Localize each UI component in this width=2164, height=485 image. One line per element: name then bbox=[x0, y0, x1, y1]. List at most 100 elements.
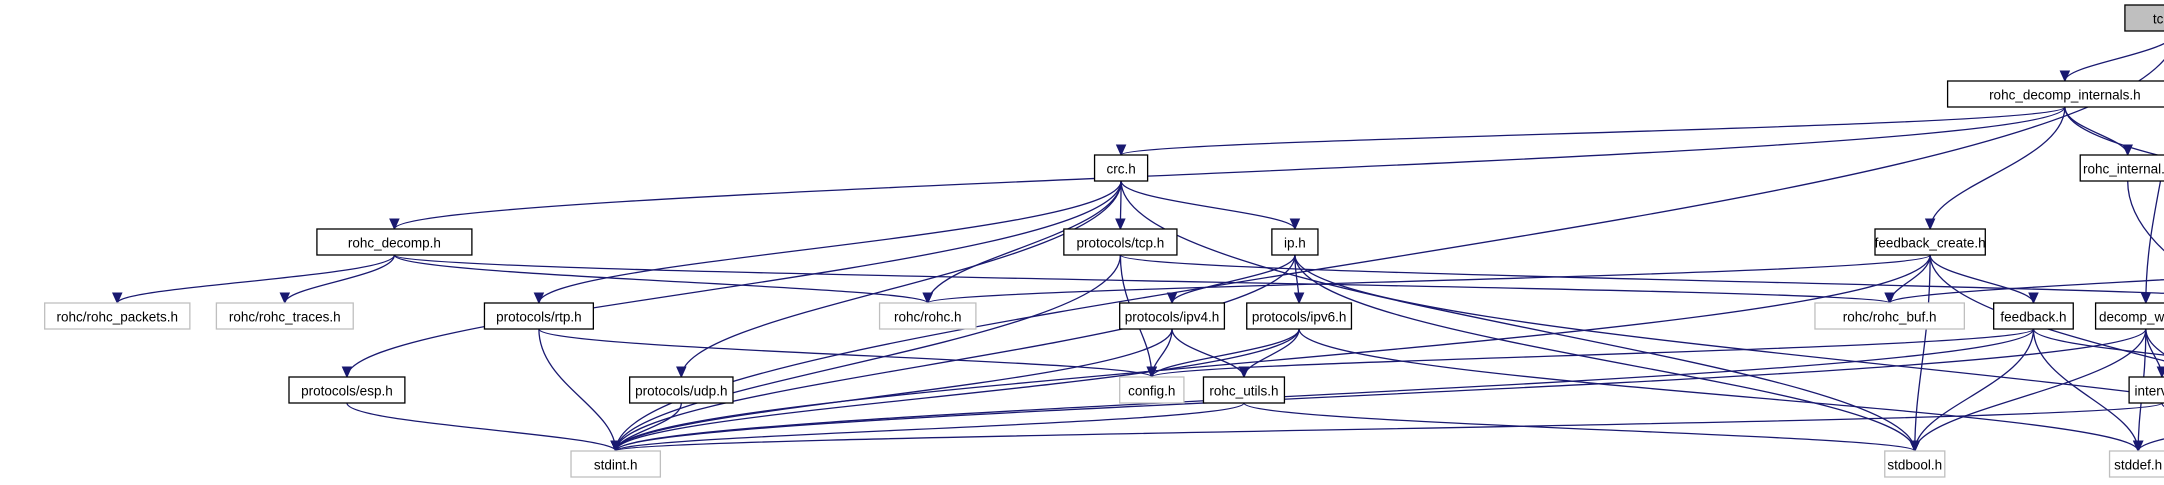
edge-line bbox=[1243, 402, 1916, 452]
arrowhead-icon bbox=[2132, 440, 2144, 453]
node-rohc-decomp-internals[interactable]: rohc_decomp_internals.h bbox=[1946, 80, 2164, 108]
node-rohc-internal[interactable]: rohc_internal.h bbox=[2079, 154, 2164, 182]
node-label: ip.h bbox=[1284, 236, 1306, 251]
node-label: config.h bbox=[1128, 384, 1175, 399]
arrowhead-icon bbox=[2140, 292, 2152, 305]
edge-line bbox=[615, 402, 2163, 452]
edge-rohc_decomp_internals-to-feedback_create bbox=[1924, 106, 2066, 231]
edge-line bbox=[2137, 438, 2164, 452]
arrowhead-icon bbox=[1115, 218, 1126, 231]
edge-line bbox=[1914, 328, 2035, 452]
edge-feedback_create-to-stdbool bbox=[1909, 254, 1931, 453]
edge-feedback_create-to-feedback bbox=[1929, 254, 2039, 305]
node-protocols-esp[interactable]: protocols/esp.h bbox=[288, 376, 406, 404]
edge-line bbox=[680, 180, 1122, 378]
edge-crc-to-protocols_rtp bbox=[533, 180, 1122, 305]
node-protocols-udp[interactable]: protocols/udp.h bbox=[629, 376, 734, 404]
edge-rohc_decomp-to-rohc_rohc_traces bbox=[279, 254, 396, 305]
arrowhead-icon bbox=[676, 366, 687, 379]
edge-line bbox=[393, 106, 2066, 230]
edge-protocols_rtp-to-stdint bbox=[538, 328, 621, 453]
node-label: rohc_decomp.h bbox=[348, 236, 441, 251]
node-crc[interactable]: crc.h bbox=[1093, 154, 1149, 182]
edge-line bbox=[927, 254, 1931, 304]
node-label: protocols/tcp.h bbox=[1076, 236, 1164, 251]
edge-line bbox=[1929, 106, 2066, 230]
node-box bbox=[1814, 302, 1966, 330]
node-interval[interactable]: interval.h bbox=[2128, 376, 2164, 404]
node-label: rohc/rohc.h bbox=[894, 310, 962, 325]
nodes-layer: tcp_ts.h rohc_decomp_internals.h crc.h rohc… bbox=[44, 4, 2164, 478]
arrowhead-icon bbox=[610, 440, 621, 453]
arrowhead-icon bbox=[533, 292, 545, 305]
arrowhead-icon bbox=[1909, 440, 1921, 453]
edge-decomp_wlsb-to-stdlib bbox=[2145, 328, 2164, 355]
node-rohc-rohc-traces: rohc/rohc_traces.h bbox=[215, 302, 354, 330]
edge-feedback-to-rohc bbox=[2032, 328, 2164, 356]
arrowhead-icon bbox=[341, 366, 353, 379]
node-label: protocols/ipv6.h bbox=[1252, 310, 1347, 325]
edge-feedback_create-to-stdlib bbox=[1929, 254, 2164, 362]
arrowhead-icon bbox=[1293, 292, 1305, 305]
edge-line bbox=[2032, 328, 2164, 356]
arrowhead-icon bbox=[1884, 292, 1895, 305]
edge-rohc_decomp-to-rohc_rohc_packets bbox=[112, 254, 396, 305]
edge-rohc_decomp_internals-to-rohc_traces_internal bbox=[2064, 106, 2164, 158]
node-protocols-ipv6[interactable]: protocols/ipv6.h bbox=[1246, 302, 1353, 330]
edge-line bbox=[927, 180, 1122, 304]
node-ip[interactable]: ip.h bbox=[1271, 228, 1319, 256]
edge-line bbox=[615, 402, 1245, 452]
node-decomp-wlsb[interactable]: decomp_wlsb.h bbox=[2094, 302, 2164, 330]
node-feedback-create[interactable]: feedback_create.h bbox=[1874, 228, 1986, 256]
edge-rohc_decomp_internals-to-rohc_internal bbox=[2064, 106, 2133, 157]
edge-line bbox=[1120, 180, 1916, 452]
node-label: rohc/rohc_packets.h bbox=[56, 310, 178, 325]
edge-feedback-to-stdint bbox=[610, 328, 2035, 453]
edge-line bbox=[1929, 254, 2164, 362]
node-label: rohc_decomp_internals.h bbox=[1989, 88, 2141, 103]
edge-rohc_decomp_internals-to-crc bbox=[1115, 106, 2066, 157]
edge-line bbox=[1914, 254, 1931, 452]
edge-line bbox=[615, 328, 2147, 452]
arrowhead-icon bbox=[2059, 70, 2071, 83]
node-rohc-decomp[interactable]: rohc_decomp.h bbox=[316, 228, 473, 256]
node-box bbox=[2079, 154, 2164, 182]
arrowhead-icon bbox=[922, 292, 934, 305]
node-tcp-ts[interactable]: tcp_ts.h bbox=[2124, 4, 2164, 32]
edge-crc-to-ip bbox=[1120, 180, 1301, 231]
edge-line bbox=[1294, 254, 2164, 397]
edge-line bbox=[538, 328, 1153, 378]
edge-line bbox=[1294, 254, 1916, 452]
edge-ip-to-stdint bbox=[610, 254, 1296, 453]
node-protocols-tcp[interactable]: protocols/tcp.h bbox=[1063, 228, 1178, 256]
edge-feedback_create-to-rohc_rohc bbox=[922, 254, 1931, 305]
edge-rohc_decomp_internals-to-rohc_decomp bbox=[389, 106, 2066, 231]
node-label: feedback.h bbox=[2000, 310, 2066, 325]
node-feedback[interactable]: feedback.h bbox=[1993, 302, 2074, 330]
edge-line bbox=[1119, 254, 2164, 294]
edge-protocols_esp-to-stdint bbox=[346, 402, 621, 453]
edge-line bbox=[2064, 106, 2164, 158]
arrowhead-icon bbox=[389, 218, 400, 231]
node-box bbox=[1874, 228, 1986, 256]
node-label: crc.h bbox=[1106, 162, 1135, 177]
node-protocols-rtp[interactable]: protocols/rtp.h bbox=[483, 302, 595, 330]
edge-line bbox=[615, 254, 1122, 452]
edge-line bbox=[1889, 279, 2164, 304]
node-box bbox=[1119, 302, 1226, 330]
arrowhead-icon bbox=[1289, 218, 1301, 231]
edge-line bbox=[1120, 106, 2066, 156]
node-rohc-utils[interactable]: rohc_utils.h bbox=[1202, 376, 1286, 404]
edge-interval-to-stdint bbox=[610, 402, 2163, 453]
node-label: rohc_internal.h bbox=[2083, 162, 2164, 177]
edge-line bbox=[538, 180, 1122, 304]
node-label: interval.h bbox=[2135, 384, 2164, 399]
edge-feedback-to-config bbox=[1146, 328, 2035, 379]
node-label: stdint.h bbox=[594, 458, 638, 473]
edge-ip-to-protocols_ipv4 bbox=[1166, 254, 1296, 305]
node-label: rohc/rohc_buf.h bbox=[1843, 310, 1937, 325]
arrowhead-icon bbox=[2028, 292, 2039, 305]
edge-line bbox=[615, 254, 1931, 452]
node-protocols-ipv4[interactable]: protocols/ipv4.h bbox=[1119, 302, 1226, 330]
node-box bbox=[878, 302, 977, 330]
